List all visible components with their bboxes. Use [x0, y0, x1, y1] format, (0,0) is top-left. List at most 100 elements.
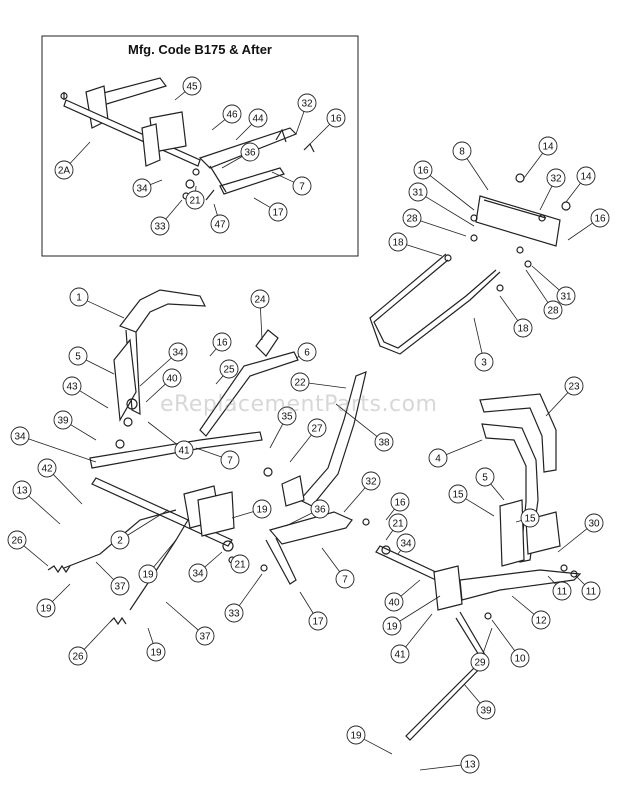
main-callout-label-6: 16: [594, 214, 606, 225]
main-leader-57: [166, 602, 198, 630]
inset-callout-label-2: 44: [252, 114, 264, 125]
main-callout-label-65: 39: [480, 706, 492, 717]
main-callout-label-12: 31: [560, 292, 572, 303]
main-leader-8: [407, 245, 442, 256]
main-leader-28: [290, 435, 311, 462]
main-leader-63: [492, 620, 515, 651]
main-leader-60: [84, 622, 110, 649]
inset-leader-4: [310, 124, 330, 144]
inset-callout-label-7: 34: [136, 184, 148, 195]
main-leader-9: [87, 301, 124, 318]
main-callout-label-8: 18: [392, 238, 404, 249]
main-leader-20: [216, 376, 223, 384]
main-callout-label-63: 10: [514, 654, 526, 665]
main-leader-67: [420, 765, 461, 770]
main-callout-label-34: 5: [482, 473, 488, 484]
inset-callout-label-10: 33: [154, 222, 166, 233]
watermark: eReplacementParts.com: [160, 392, 437, 417]
main-leader-25: [148, 422, 177, 444]
main-leader-21: [309, 383, 346, 388]
main-callout-label-2: 16: [417, 166, 429, 177]
main-callout-label-53: 33: [228, 609, 240, 620]
main-callout-label-18: 6: [304, 348, 310, 359]
main-callout-label-59: 19: [40, 604, 52, 615]
inset-leader-3: [296, 111, 304, 134]
inset-callout-label-1: 46: [226, 110, 238, 121]
main-leader-61: [148, 628, 153, 643]
main-callout-label-17: 16: [216, 338, 228, 349]
main-leader-5: [426, 197, 474, 226]
main-callout-label-45: 26: [11, 536, 23, 547]
main-callout-label-24: 39: [57, 416, 69, 427]
inset-callout-label-8: 21: [189, 196, 201, 207]
main-leader-43: [386, 530, 393, 540]
main-callout-label-4: 14: [580, 172, 592, 183]
main-leader-33: [29, 496, 60, 524]
main-leader-4: [566, 183, 581, 202]
main-callout-label-31: 7: [227, 456, 233, 467]
main-leader-2: [430, 176, 474, 210]
main-leader-56: [300, 592, 313, 613]
main-leader-35: [344, 488, 365, 512]
main-leader-42: [128, 510, 168, 535]
main-callout-label-21: 22: [294, 378, 306, 389]
main-leader-30: [446, 440, 482, 455]
main-callout-label-27: 34: [14, 432, 26, 443]
main-leader-45: [24, 546, 48, 566]
main-leader-55: [512, 596, 534, 614]
main-callout-label-52: 11: [557, 587, 568, 598]
main-callout-label-36: 16: [394, 498, 406, 509]
inset-leader-5: [70, 142, 90, 163]
main-leader-13: [526, 270, 548, 303]
main-callout-label-32: 42: [41, 464, 53, 475]
main-callout-label-42: 2: [117, 536, 123, 547]
main-callout-label-0: 8: [459, 147, 465, 158]
inset-leader-1: [212, 120, 225, 130]
main-leader-1: [524, 153, 543, 178]
inset-callout-label-12: 17: [272, 208, 284, 219]
main-callout-label-41: 19: [256, 505, 268, 516]
main-leader-12: [532, 266, 559, 290]
main-leader-0: [467, 158, 488, 190]
main-leader-44: [205, 552, 222, 567]
main-leader-59: [52, 584, 70, 602]
main-callout-label-49: 11: [586, 587, 597, 598]
main-callout-label-62: 29: [474, 658, 486, 669]
main-leader-39: [558, 529, 587, 552]
main-callout-label-47: 34: [400, 539, 412, 550]
inset-leader-11: [214, 204, 217, 215]
main-callout-label-3: 32: [550, 174, 562, 185]
main-leader-17: [210, 349, 216, 356]
main-callout-label-39: 30: [588, 519, 600, 530]
main-callout-label-7: 28: [406, 214, 418, 225]
inset-leader-0: [175, 92, 185, 100]
inset-leader-2: [236, 124, 252, 140]
main-callout-label-48: 21: [234, 560, 246, 571]
main-callout-label-55: 12: [535, 616, 547, 627]
main-callout-label-16: 34: [172, 348, 184, 359]
main-callout-label-37: 15: [452, 490, 464, 501]
main-leader-27: [29, 439, 96, 462]
main-callout-label-46: 19: [142, 570, 154, 581]
inset-callout-label-4: 16: [330, 114, 342, 125]
main-leader-37: [466, 499, 494, 516]
main-callout-label-35: 32: [365, 477, 377, 488]
inset-callout-label-11: 47: [214, 220, 226, 231]
main-callout-label-56: 17: [312, 617, 324, 628]
inset-leader-7: [150, 180, 162, 185]
main-callout-label-28: 27: [311, 424, 323, 435]
main-callout-label-5: 31: [412, 188, 424, 199]
main-callout-label-10: 24: [254, 295, 266, 306]
main-callout-label-15: 5: [75, 352, 81, 363]
main-callout-label-20: 25: [223, 365, 235, 376]
inset-callout-label-0: 45: [186, 82, 198, 93]
main-callout-label-64: 41: [394, 650, 406, 661]
main-callout-label-25: 41: [178, 446, 190, 457]
main-leader-11: [474, 318, 482, 353]
main-callout-label-29: 38: [378, 438, 390, 449]
main-callout-label-54: 19: [386, 622, 398, 633]
main-callout-label-44: 34: [192, 569, 204, 580]
main-leader-66: [364, 739, 392, 754]
inset-callout-label-3: 32: [301, 99, 313, 110]
main-leader-53: [239, 574, 262, 606]
